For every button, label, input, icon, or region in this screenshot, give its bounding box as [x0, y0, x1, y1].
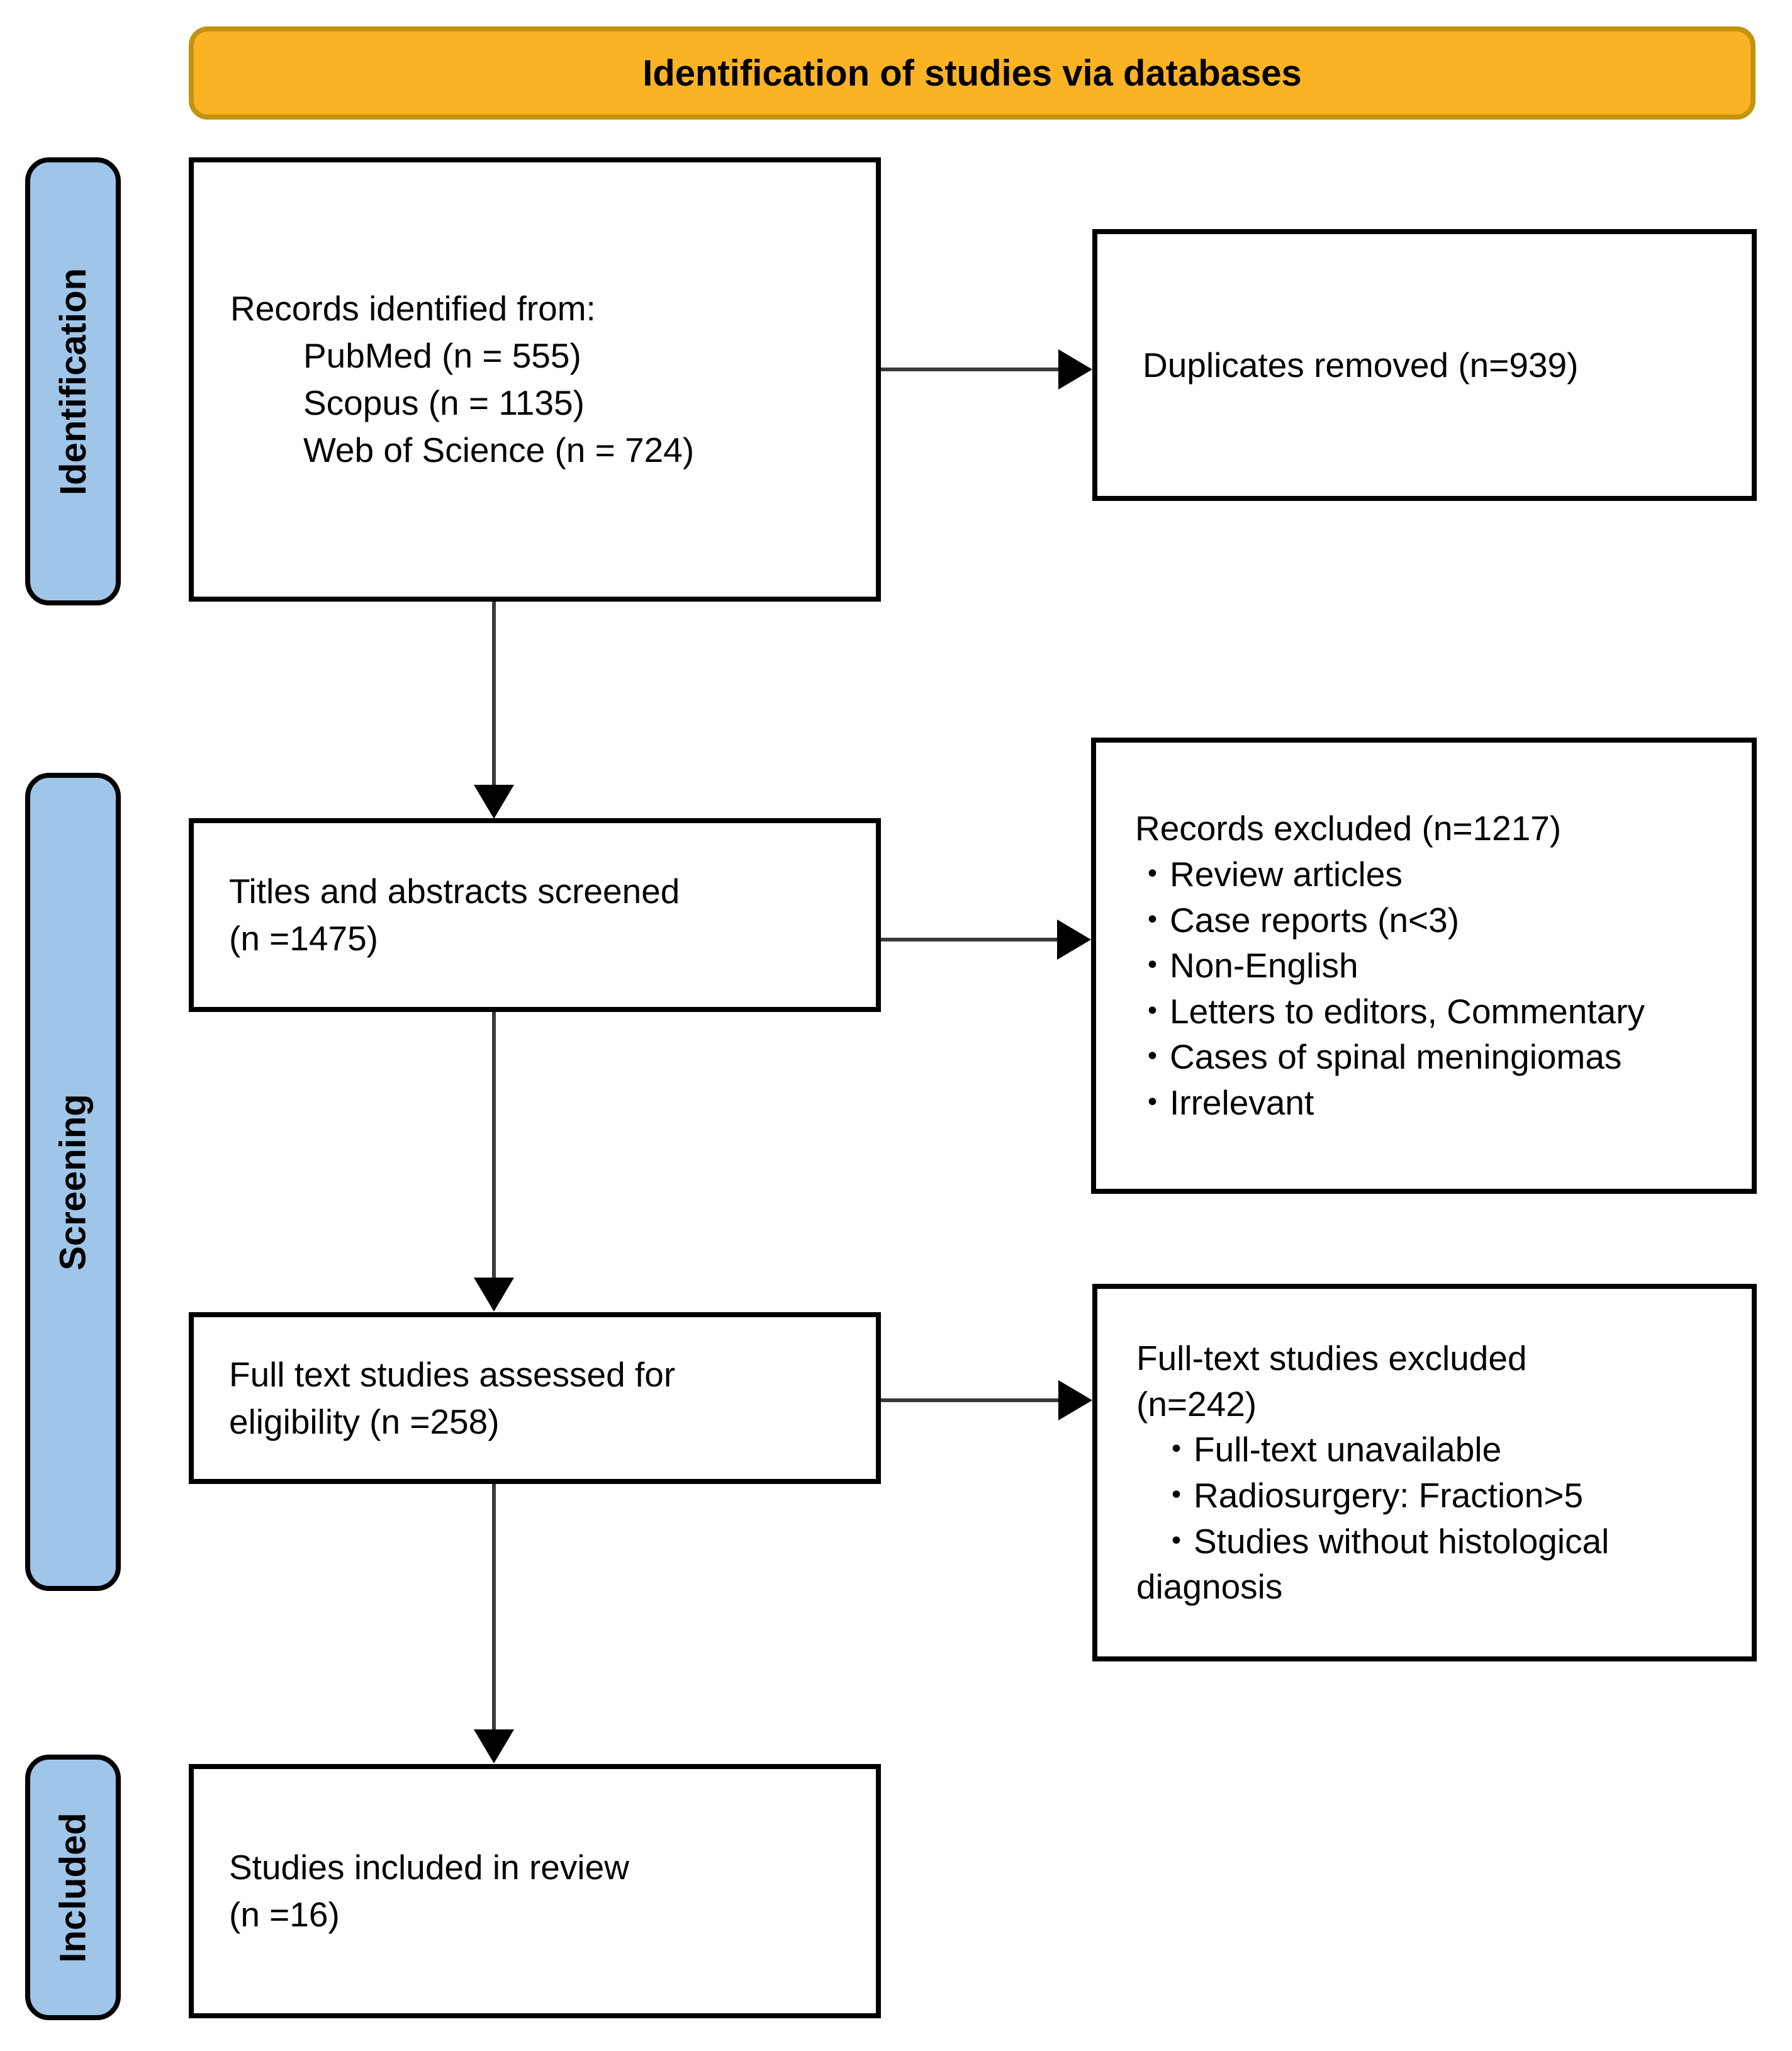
records-excluded-item-label: Non-English: [1170, 946, 1358, 986]
arrowhead-down-icon: [474, 785, 514, 819]
fulltext-excluded-item-label: Studies without histological: [1194, 1521, 1610, 1561]
arrowhead-down-icon: [474, 1278, 514, 1312]
records-source-wos: Web of Science (n = 724): [303, 430, 695, 469]
box-studies-included: Studies included in review (n =16): [189, 1764, 881, 2018]
arrowhead-right-icon: [1058, 349, 1092, 390]
stage-identification-label: Identification: [52, 267, 94, 495]
fulltext-excluded-continuation: diagnosis: [1136, 1567, 1283, 1607]
duplicates-removed-text: Duplicates removed (n=939): [1143, 345, 1579, 385]
box-duplicates-removed: Duplicates removed (n=939): [1092, 229, 1757, 501]
stage-screening: Screening: [25, 773, 121, 1591]
connector-titles-to-excluded: [881, 938, 1058, 941]
records-source-pubmed: PubMed (n = 555): [303, 336, 581, 376]
box-fulltext-excluded: Full-text studies excluded (n=242) ・Full…: [1092, 1284, 1757, 1661]
titles-screened-line1: Titles and abstracts screened: [229, 872, 680, 911]
fulltext-excluded-item-label: Full-text unavailable: [1194, 1430, 1502, 1469]
bullet-icon: ・: [1135, 855, 1170, 894]
banner-title: Identification of studies via databases: [189, 26, 1756, 120]
fulltext-excluded-title-line1: Full-text studies excluded: [1136, 1339, 1527, 1378]
arrowhead-down-icon: [474, 1729, 514, 1763]
bullet-icon: ・: [1135, 946, 1170, 986]
records-source-scopus: Scopus (n = 1135): [303, 383, 585, 422]
box-records-excluded: Records excluded (n=1217) ・Review articl…: [1091, 738, 1757, 1194]
bullet-icon: ・: [1135, 1037, 1170, 1077]
records-excluded-item: ・Non-English: [1135, 943, 1752, 989]
connector-records-to-duplicates: [881, 368, 1061, 371]
bullet-icon: ・: [1159, 1476, 1194, 1515]
connector-titles-to-fulltext: [492, 1012, 496, 1279]
connector-fulltext-to-excluded: [881, 1398, 1061, 1402]
records-excluded-item-label: Irrelevant: [1170, 1082, 1314, 1122]
connector-fulltext-to-included: [492, 1484, 496, 1731]
box-fulltext-assessed: Full text studies assessed for eligibili…: [189, 1312, 881, 1484]
records-excluded-item: ・Letters to editors, Commentary: [1135, 989, 1752, 1035]
fulltext-excluded-item: ・Full-text unavailable: [1159, 1427, 1752, 1473]
fulltext-excluded-item-label: Radiosurgery: Fraction>5: [1194, 1476, 1584, 1515]
fulltext-excluded-title-line2: (n=242): [1136, 1384, 1257, 1424]
records-excluded-item-label: Case reports (n<3): [1170, 900, 1460, 940]
bullet-icon: ・: [1159, 1430, 1194, 1469]
stage-identification: Identification: [25, 157, 121, 605]
box-records-identified: Records identified from: PubMed (n = 555…: [189, 157, 881, 602]
records-excluded-title: Records excluded (n=1217): [1135, 809, 1562, 848]
records-excluded-item: ・Cases of spinal meningiomas: [1135, 1034, 1752, 1080]
stage-included: Included: [25, 1755, 121, 2020]
fulltext-excluded-item: ・Radiosurgery: Fraction>5: [1159, 1473, 1752, 1519]
arrowhead-right-icon: [1057, 919, 1091, 960]
records-excluded-item: ・Case reports (n<3): [1135, 897, 1752, 943]
stage-included-label: Included: [52, 1812, 94, 1963]
stage-screening-label: Screening: [52, 1093, 94, 1271]
records-excluded-item-label: Review articles: [1170, 855, 1403, 894]
titles-screened-line2: (n =1475): [229, 919, 378, 958]
records-excluded-item: ・Review articles: [1135, 851, 1752, 897]
fulltext-assessed-line2: eligibility (n =258): [229, 1402, 500, 1441]
bullet-icon: ・: [1135, 991, 1170, 1031]
box-titles-screened: Titles and abstracts screened (n =1475): [189, 818, 881, 1012]
bullet-icon: ・: [1135, 900, 1170, 940]
fulltext-excluded-item: ・Studies without histological: [1159, 1519, 1752, 1565]
records-excluded-item-label: Cases of spinal meningiomas: [1170, 1037, 1622, 1077]
fulltext-assessed-line1: Full text studies assessed for: [229, 1354, 676, 1394]
records-identified-title: Records identified from:: [230, 289, 596, 329]
connector-records-to-titles: [492, 602, 496, 788]
arrowhead-right-icon: [1058, 1380, 1092, 1420]
studies-included-line2: (n =16): [229, 1895, 340, 1934]
records-excluded-item-label: Letters to editors, Commentary: [1170, 991, 1645, 1031]
studies-included-line1: Studies included in review: [229, 1848, 629, 1887]
bullet-icon: ・: [1159, 1521, 1194, 1561]
bullet-icon: ・: [1135, 1082, 1170, 1122]
records-excluded-item: ・Irrelevant: [1135, 1080, 1752, 1126]
